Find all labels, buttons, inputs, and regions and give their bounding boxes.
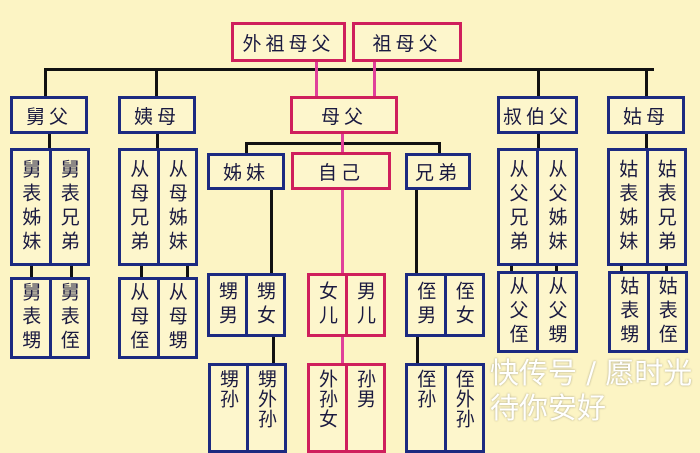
label: 舅表侄 (48, 280, 88, 356)
label: 从父兄弟 (506, 159, 529, 255)
label: 姑表侄 (646, 274, 686, 350)
connector (341, 188, 344, 275)
label: 祖母父 (372, 32, 442, 55)
connector (645, 132, 648, 150)
maternal-uncle-box: 舅父 (10, 96, 88, 134)
label: 外孙女 (316, 369, 338, 429)
label: 从母甥 (156, 280, 196, 356)
connector (272, 335, 275, 365)
gu-biao-children-box: 姑表甥姑表侄 (608, 271, 688, 353)
label: 姑母 (622, 105, 669, 128)
maternal-grandparents-box: 外祖母父 (231, 22, 346, 62)
connector (30, 263, 33, 279)
label: 女儿 (316, 281, 338, 329)
brothers-box: 兄弟 (405, 153, 471, 190)
label: 叔伯父 (502, 105, 572, 128)
paternal-grandparents-box: 祖母父 (352, 22, 462, 62)
connector (245, 142, 248, 154)
jiu-biao-cousins-box: 舅表姊妹舅表兄弟 (10, 148, 90, 266)
label: 姨母 (133, 105, 180, 128)
connector (415, 188, 418, 275)
label: 从父侄 (506, 276, 529, 348)
label: 侄女 (443, 276, 483, 334)
label: 姑表甥 (617, 276, 640, 348)
label: 甥女 (245, 276, 283, 334)
label: 外祖母父 (242, 32, 335, 55)
paternal-uncle-box: 叔伯父 (497, 96, 578, 134)
label: 从母侄 (127, 282, 150, 354)
label: 甥孙 (217, 369, 239, 409)
self-box: 自己 (291, 152, 391, 190)
connector (48, 132, 51, 150)
sister-children-box: 甥男甥女 (207, 273, 286, 337)
connector (555, 263, 558, 273)
connector (341, 335, 344, 365)
connector (510, 263, 513, 273)
sister-grandchildren-box: 甥孙甥外孙 (208, 363, 287, 453)
label: 舅表甥 (19, 282, 42, 354)
label: 侄孙 (414, 369, 437, 409)
connector (537, 132, 540, 150)
label: 从父姊妹 (536, 151, 575, 263)
sisters-box: 姊妹 (207, 153, 285, 190)
label: 甥男 (216, 281, 238, 329)
connector (665, 263, 668, 273)
label: 侄男 (414, 281, 437, 329)
label: 男儿 (345, 276, 383, 334)
label: 侄外孙 (443, 366, 483, 450)
connector (155, 68, 158, 97)
connector (341, 132, 344, 154)
cong-mu-children-box: 从母侄从母甥 (118, 277, 198, 359)
cong-mu-cousins-box: 从母兄弟从母姊妹 (118, 148, 198, 266)
connector (315, 60, 318, 97)
brother-grandchildren-box: 侄孙侄外孙 (405, 363, 485, 453)
label: 舅表姊妹 (19, 159, 42, 255)
watermark: 快传号 / 愿时光待你安好 (490, 356, 693, 425)
brother-children-box: 侄男侄女 (405, 273, 485, 337)
label: 舅表兄弟 (48, 151, 88, 263)
connector (140, 263, 143, 279)
label: 从父甥 (536, 274, 575, 350)
connector (44, 68, 654, 71)
label: 从母兄弟 (127, 159, 150, 255)
parents-box: 母父 (290, 96, 398, 134)
label: 舅父 (25, 105, 72, 128)
gu-biao-cousins-box: 姑表姊妹姑表兄弟 (607, 148, 687, 266)
label: 甥外孙 (246, 366, 284, 450)
connector (620, 263, 623, 273)
paternal-aunt-box: 姑母 (607, 96, 685, 134)
label: 姑表姊妹 (616, 159, 639, 255)
cong-fu-cousins-box: 从父兄弟从父姊妹 (497, 148, 578, 266)
connector (186, 263, 189, 279)
connector (416, 335, 419, 365)
connector (156, 132, 159, 150)
own-grandchildren-box: 外孙女孙男 (307, 363, 386, 453)
connector (537, 68, 540, 97)
label: 从母姊妹 (156, 151, 196, 263)
label: 孙男 (345, 366, 383, 450)
jiu-biao-children-box: 舅表甥舅表侄 (10, 277, 90, 359)
label: 母父 (320, 105, 367, 128)
maternal-aunt-box: 姨母 (118, 96, 196, 134)
label: 自己 (317, 161, 364, 184)
connector (44, 68, 47, 97)
label: 姑表兄弟 (645, 151, 685, 263)
own-children-box: 女儿男儿 (307, 273, 386, 337)
connector (270, 188, 273, 275)
connector (70, 263, 73, 279)
connector (373, 60, 376, 97)
label: 兄弟 (414, 162, 461, 184)
connector (645, 68, 648, 97)
label: 姊妹 (222, 162, 269, 184)
cong-fu-children-box: 从父侄从父甥 (497, 271, 578, 353)
connector (438, 142, 441, 154)
